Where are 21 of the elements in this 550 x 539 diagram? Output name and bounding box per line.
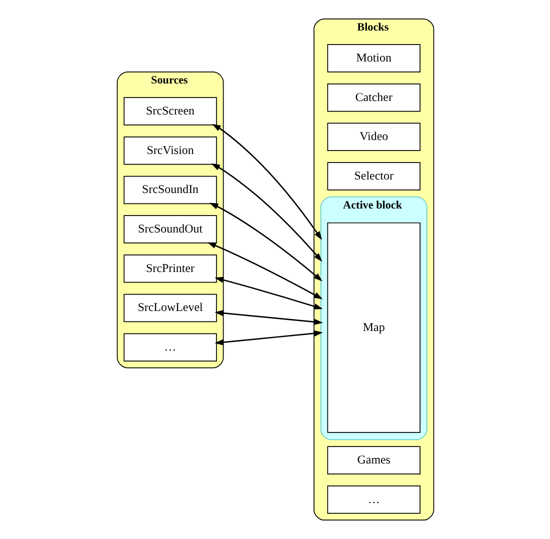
arrow	[214, 330, 322, 346]
node-box: SrcPrinter	[123, 254, 216, 283]
node-box: Selector	[326, 162, 420, 190]
node-box: …	[326, 485, 420, 514]
arrow	[210, 163, 322, 262]
node-box: SrcVision	[123, 136, 216, 165]
node-box: Games	[326, 446, 420, 474]
node-box: Video	[326, 122, 420, 152]
node-box: …	[123, 333, 216, 362]
node-box: SrcScreen	[123, 97, 216, 126]
node-box: SrcSoundOut	[123, 215, 216, 244]
arrow	[214, 310, 322, 325]
arrow	[208, 202, 322, 282]
node-box: Catcher	[326, 83, 420, 112]
arrow	[212, 124, 322, 240]
node-box: Map	[326, 222, 420, 433]
node-box: Motion	[326, 44, 420, 72]
arrow	[214, 276, 322, 310]
node-box: SrcLowLevel	[123, 294, 216, 322]
node-box: SrcSoundIn	[123, 176, 216, 204]
arrow	[206, 242, 322, 300]
